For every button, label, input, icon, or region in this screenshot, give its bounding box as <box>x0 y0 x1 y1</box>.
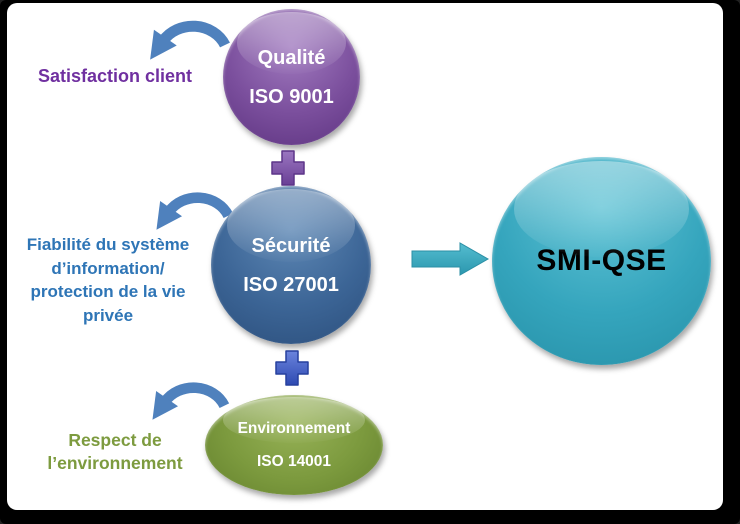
curved-arrow-icon <box>152 382 230 420</box>
node-iso-code: ISO 14001 <box>256 452 332 470</box>
node-title: Environnement <box>237 419 351 437</box>
node-title: Qualité <box>257 46 326 69</box>
result-label: SMI-QSE <box>536 244 667 277</box>
right-arrow-icon <box>411 242 490 276</box>
node-title: Sécurité <box>251 234 331 257</box>
label-fiabilite-systeme: Fiabilité du système d’information/ prot… <box>26 235 190 325</box>
plus-icon <box>275 350 309 386</box>
node-result-smi-qse: SMI-QSE <box>492 157 711 365</box>
node-qualite-iso9001: Qualité ISO 9001 <box>223 9 360 145</box>
node-iso-code: ISO 27001 <box>243 273 339 296</box>
label-satisfaction-client: Satisfaction client <box>37 66 193 86</box>
curved-arrow-icon <box>156 192 234 230</box>
plus-icon <box>271 150 305 186</box>
curved-arrow-icon <box>150 20 230 60</box>
node-securite-iso27001: Sécurité ISO 27001 <box>211 186 371 344</box>
gloss-highlight <box>513 161 690 257</box>
label-respect-environnement: Respect de l’environnement <box>47 430 183 473</box>
node-iso-code: ISO 9001 <box>249 85 334 108</box>
diagram-canvas: Satisfaction client Fiabilité du système… <box>7 3 723 510</box>
node-environnement-iso14001: Environnement ISO 14001 <box>205 395 383 495</box>
